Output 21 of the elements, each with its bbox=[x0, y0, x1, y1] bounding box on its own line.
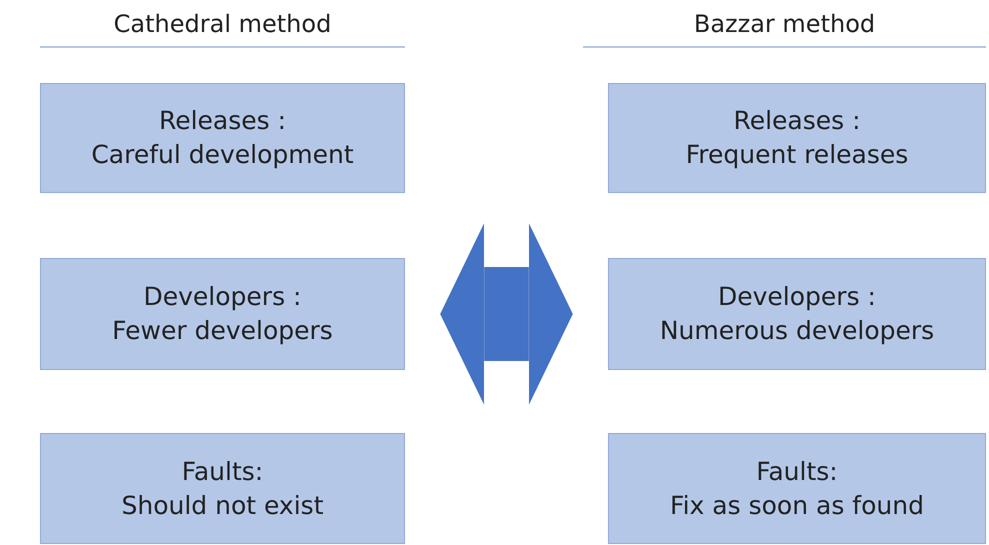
box-text: Frequent releases bbox=[686, 139, 908, 171]
text-box bbox=[608, 258, 986, 370]
box-text: Numerous developers bbox=[660, 315, 934, 347]
column-heading: Bazzar method bbox=[692, 10, 876, 38]
box-heading: Developers : bbox=[718, 281, 876, 314]
box-text: Fix as soon as found bbox=[670, 490, 924, 522]
box-heading: Developers : bbox=[144, 281, 302, 314]
column-heading: Cathedral method bbox=[112, 10, 332, 38]
box-heading: Releases : bbox=[733, 105, 861, 138]
text-box bbox=[608, 433, 986, 544]
box-text: Should not exist bbox=[121, 490, 324, 522]
text-box bbox=[608, 83, 986, 193]
box-text: Careful development bbox=[91, 139, 354, 171]
box-heading: Faults: bbox=[182, 456, 264, 488]
text-box bbox=[40, 433, 405, 544]
double-arrow bbox=[440, 223, 573, 405]
box-text: Fewer developers bbox=[112, 315, 333, 347]
box-heading: Faults: bbox=[756, 456, 838, 488]
text-box bbox=[40, 83, 405, 193]
text-box bbox=[40, 258, 405, 370]
box-heading: Releases : bbox=[158, 105, 286, 138]
